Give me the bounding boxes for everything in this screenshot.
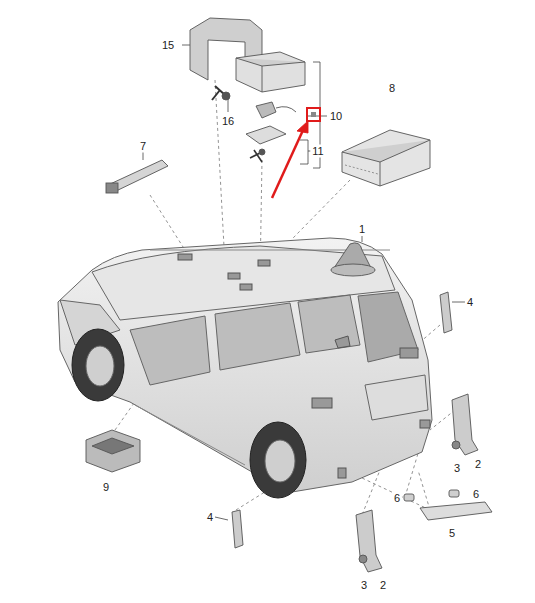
callout-number: 6 [392, 492, 402, 505]
callout-number: 3 [359, 579, 369, 592]
callout-number: 9 [101, 481, 111, 494]
callout-number: 11 [310, 145, 325, 158]
callout-number: 2 [473, 458, 483, 471]
callout-number: 2 [378, 579, 388, 592]
callout-number: 1 [357, 223, 367, 236]
callout-number: 3 [452, 462, 462, 475]
callout-number: 10 [328, 110, 344, 123]
callout-number: 7 [138, 140, 148, 153]
callout-number: 5 [447, 527, 457, 540]
callout-number: 16 [220, 115, 236, 128]
callout-number: 8 [387, 82, 397, 95]
callout-number: 4 [465, 296, 475, 309]
callout-number: 15 [160, 39, 176, 52]
callout-number: 6 [471, 488, 481, 501]
callout-number: 4 [205, 511, 215, 524]
